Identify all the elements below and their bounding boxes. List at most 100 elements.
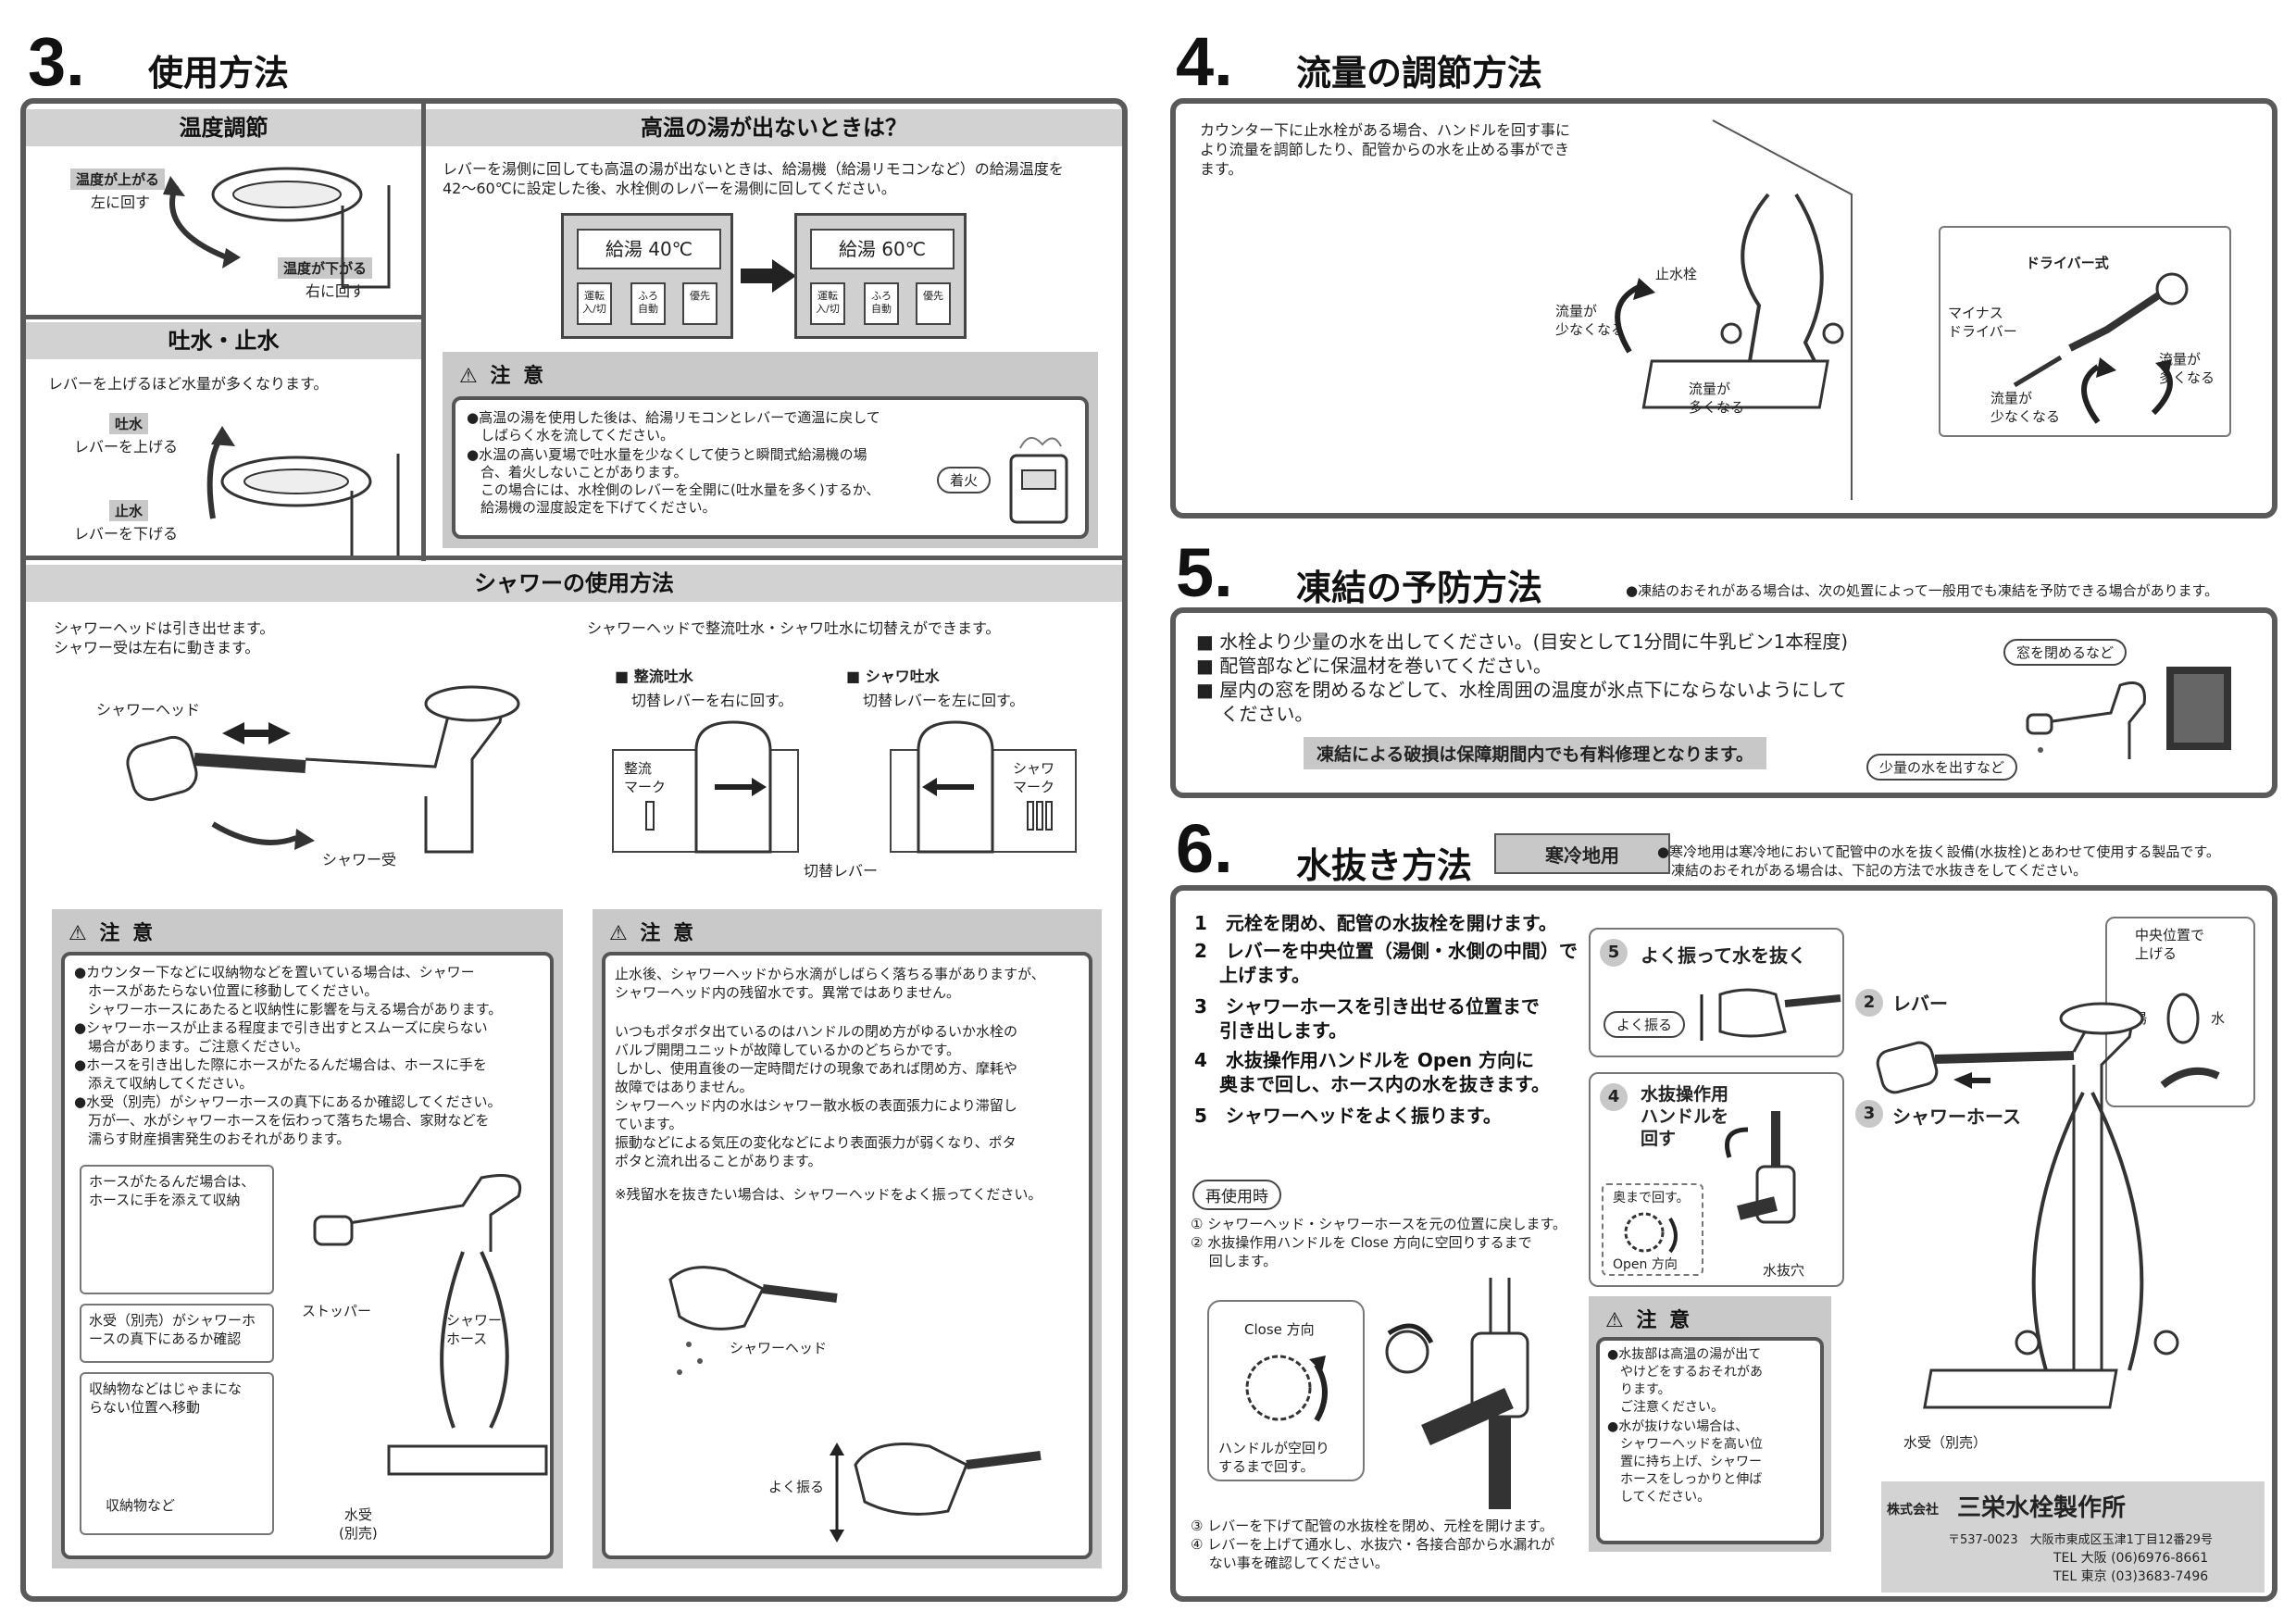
stopper-label: ストッパー [302, 1303, 372, 1319]
tip-text: 収納物などはじゃまにな らない位置へ移動 [89, 1380, 243, 1416]
mark2-label: シャワ マーク [1013, 760, 1055, 795]
warning-icon: ⚠ [69, 922, 90, 945]
spout-on-text: レバーを上げる [74, 438, 179, 456]
caution-title: ⚠ 注 意 [1605, 1309, 1693, 1332]
section5-number: 5. [1176, 534, 1233, 611]
step4-title: 水抜操作用 ハンドルを 回す [1641, 1084, 1729, 1149]
warning-icon: ⚠ [459, 365, 480, 388]
tip-text: 水受（別売）がシャワーホ ースの真下にあるか確認 [89, 1312, 256, 1347]
temp-down-tag: 温度が下がる [278, 257, 373, 279]
spout-on-tag: 吐水 [109, 413, 149, 434]
step4-box: 4 水抜操作用 ハンドルを 回す 奥まで回す。 Open 方向 水抜穴 [1589, 1072, 1844, 1287]
hose-step-number: 3 [1855, 1100, 1883, 1128]
caution-item: ●水抜部は高温の湯が出て やけどをするおそれがあ ります。 ご注意ください。 [1607, 1347, 1763, 1415]
caution-item: ●ホースを引き出した際にホースがたるんだ場合は、ホースに手を 添えて収納してくだ… [74, 1056, 487, 1092]
caution-title: ⚠ 注 意 [459, 365, 547, 388]
shake-label: よく振る [768, 1479, 825, 1495]
company-name: 三栄水栓製作所 [1957, 1494, 2127, 1522]
open-handle-icon [1624, 1212, 1678, 1254]
caution-item: ●シャワーホースが止まる程度まで引き出すとスムーズに戻らない 場合があります。ご… [74, 1019, 488, 1055]
hot-header: 高温の湯が出ないときは？ [426, 109, 1122, 146]
remote-60: 給湯 60℃ 運転 入/切 ふろ 自動 優先 [794, 213, 967, 339]
hose-label: シャワー ホース [446, 1312, 503, 1347]
mode1-title: ■ 整流吐水 [615, 668, 693, 685]
little-water-label: 少量の水を出すなど [1866, 754, 2018, 781]
section4-title: 流量の調節方法 [1296, 53, 1543, 94]
cold-label: 水 [2211, 1010, 2226, 1027]
spout-header: 吐水・止水 [26, 322, 421, 359]
shower-holder-label: シャワー受 [322, 851, 397, 868]
minus-driver-label: マイナス ドライバー [1948, 305, 2017, 340]
section5-title: 凍結の予防方法 [1296, 568, 1543, 608]
caution-item: ●高温の湯を使用した後は、給湯リモコンとレバーで適温に戻して しばらく水を流して… [467, 409, 880, 443]
shower-head-drip-illustration [668, 1266, 1042, 1543]
shower-caution-right: ⚠ 注 意 止水後、シャワーヘッドから水滴がしばらく落ちる事がありますが、 シャ… [593, 909, 1102, 1568]
reuse-text: ① シャワーヘッド・シャワーホースを元の位置に戻します。 ② 水抜操作用ハンドル… [1191, 1216, 1566, 1269]
tip-text: ホースがたるんだ場合は、 ホースに手を添えて収納 [89, 1173, 256, 1208]
deep-label: 奥まで回す。 [1613, 1191, 1690, 1206]
tray-label: 水受（別売） [1903, 1434, 1988, 1451]
s4-text: カウンター下に止水栓がある場合、ハンドルを回す事に より流量を調節したり、配管か… [1200, 121, 1571, 178]
mode2-title: ■ シャワ吐水 [846, 668, 940, 685]
drain-handle-illustration [1725, 1111, 1796, 1224]
drain-hole-label: 水抜穴 [1763, 1262, 1805, 1279]
temp-header: 温度調節 [26, 109, 421, 146]
s5-item: ■ 水栓より少量の水を出してください。(目安として1分間に牛乳ビン1本程度) [1196, 631, 1849, 653]
company-address: 〒537-0023 大阪市東成区玉津1丁目12番29号 [1948, 1533, 2213, 1547]
tip-box-slack: ホースがたるんだ場合は、 ホースに手を添えて収納 [80, 1165, 274, 1294]
caution-item: ●カウンター下などに収納物などを置いている場合は、シャワー ホースがあたらない位… [74, 964, 503, 1018]
drain-step-3: 3 シャワーホースを引き出せる位置まで 引き出します。 [1194, 995, 1540, 1042]
mode1-text: 切替レバーを右に回す。 [631, 692, 793, 709]
drain-step-4: 4 水抜操作用ハンドルを Open 方向に 奥まで回し、ホース内の水を抜きます。 [1194, 1049, 1550, 1095]
faucet-window-illustration [2026, 667, 2231, 759]
spout-off-text: レバーを下げる [74, 525, 179, 543]
tip-box-storage: 収納物などはじゃまにな らない位置へ移動 収納物など [80, 1372, 274, 1535]
shower-caution-left: ⚠ 注 意 ●カウンター下などに収納物などを置いている場合は、シャワー ホースが… [52, 909, 563, 1568]
storage-label: 収納物など [106, 1497, 176, 1514]
step5-title: よく振って水を抜く [1641, 944, 1806, 967]
hot-caution-body: ●高温の湯を使用した後は、給湯リモコンとレバーで適温に戻して しばらく水を流して… [452, 396, 1089, 539]
spout-off-tag: 止水 [109, 500, 149, 521]
remote-40: 給湯 40℃ 運転 入/切 ふろ 自動 優先 [561, 213, 733, 339]
shower-faucet-illustration [126, 685, 520, 854]
step4-number: 4 [1600, 1083, 1628, 1111]
temp-up-tag: 温度が上がる [70, 169, 166, 190]
ignite-label: 着火 [937, 467, 992, 493]
water-heater-icon [1009, 437, 1068, 524]
section6-title: 水抜き方法 [1296, 845, 1473, 886]
temp-up-text: 左に回す [91, 194, 151, 211]
drain-step-2: 2 レバーを中央位置（湯側・水側の中間）で 上げます。 [1194, 940, 1578, 986]
hot-text: レバーを湯側に回しても高温の湯が出ないときは、給湯機（給湯リモコンなど）の給湯温… [443, 160, 1064, 197]
caution-body: ●水抜部は高温の湯が出て やけどをするおそれがあ ります。 ご注意ください。 ●… [1596, 1337, 1824, 1544]
company-info: 株式会社 三栄水栓製作所 〒537-0023 大阪市東成区玉津1丁目12番29号… [1881, 1481, 2265, 1593]
flow-more-label: 流量が 多くなる [1689, 381, 1745, 416]
company-tel-osaka: TEL 大阪 (06)6976-8661 [2053, 1551, 2209, 1566]
after-text: ③ レバーを下げて配管の水抜栓を閉め、元栓を開けます。 ④ レバーを上げて通水し… [1191, 1518, 1555, 1571]
shake-label: よく振る [1603, 1011, 1686, 1038]
under-sink-illustration [313, 1174, 548, 1476]
warning-icon: ⚠ [1605, 1309, 1627, 1332]
section3-title: 使用方法 [148, 53, 290, 94]
close-direction-label: Close 方向 [1244, 1321, 1315, 1338]
shower-header: シャワーの使用方法 [26, 565, 1122, 602]
mark1-label: 整流 マーク [624, 760, 667, 795]
drain-step-1: 1 元栓を閉め、配管の水抜栓を開けます。 [1194, 912, 1557, 934]
caution-item: ●水が抜けない場合は、 シャワーヘッドを高い位 置に持ち上げ、シャワー ホースを… [1607, 1419, 1763, 1505]
hot-caution: ⚠ 注 意 ●高温の湯を使用した後は、給湯リモコンとレバーで適温に戻して しばら… [443, 352, 1098, 548]
mode2-text: 切替レバーを左に回す。 [863, 692, 1025, 709]
open-direction-label: Open 方向 [1613, 1257, 1678, 1272]
hose-label: シャワーホース [1892, 1106, 2021, 1128]
stopcock-label: 止水栓 [1655, 266, 1698, 282]
flow-less-label: 流量が 少なくなる [1555, 303, 1626, 338]
close-handle-icon [1245, 1355, 1328, 1422]
caution-item: ●水温の高い夏場で吐水量を少なくして使うと瞬間式給湯機の場 合、着火しないことが… [467, 446, 880, 516]
caution-p1: 止水後、シャワーヘッドから水滴がしばらく落ちる事がありますが、 シャワーヘッド内… [615, 966, 1045, 1001]
flow-less-label-2: 流量が 少なくなる [1990, 390, 2061, 425]
lever-label: レバー [1892, 993, 1948, 1015]
handle-idle-label: ハンドルが空回り するまで回す。 [1218, 1440, 1330, 1475]
s5-item: ■ 屋内の窓を閉めるなどして、水栓周囲の温度が氷点下にならないようにして くださ… [1196, 679, 1847, 725]
remote-button-priority: 優先 [916, 282, 951, 325]
faucet-spout-illustration [206, 426, 400, 556]
remote-display: 給湯 60℃ [810, 229, 955, 269]
head-label: シャワーヘッド [730, 1340, 828, 1356]
